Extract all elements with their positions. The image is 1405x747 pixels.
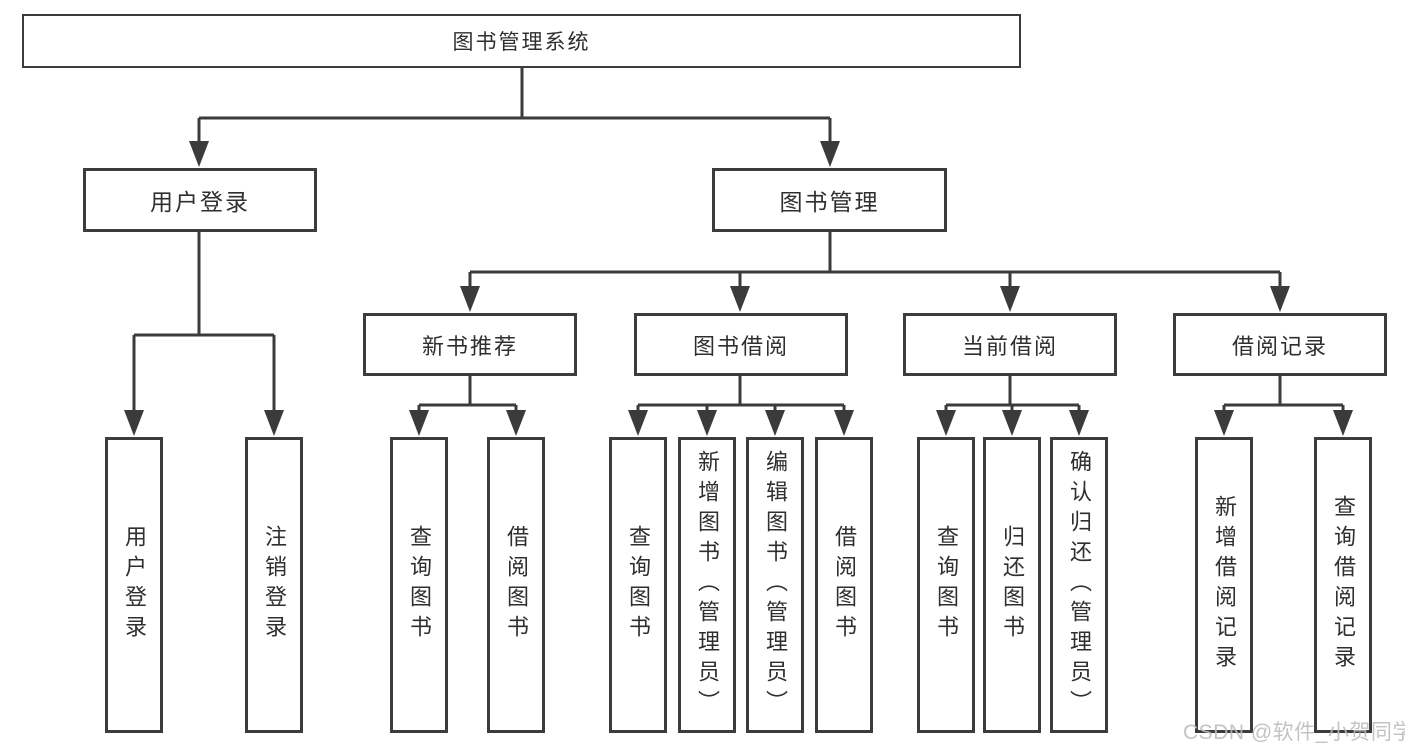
node-label: 借阅记录 (1231, 333, 1328, 359)
node-leaf-logout: 注销登录 (245, 437, 303, 733)
node-label: 用户登录 (150, 189, 250, 215)
node-leaf-query-books-borrow: 查询图书 (609, 437, 667, 733)
node-module-borrowing-records: 借阅记录 (1173, 313, 1387, 376)
node-label: 新增借阅记录 (1212, 495, 1237, 675)
node-module-new-book-recommendation: 新书推荐 (363, 313, 577, 376)
node-label: 用户登录 (122, 525, 147, 645)
node-label: 查询图书 (407, 525, 432, 645)
node-leaf-borrow-books-recommend: 借阅图书 (487, 437, 545, 733)
node-leaf-edit-books-admin: 编辑图书（管理员） (746, 437, 804, 733)
node-leaf-user-login: 用户登录 (105, 437, 163, 733)
node-label: 当前借阅 (961, 333, 1058, 359)
node-label: 注销登录 (262, 525, 287, 645)
node-leaf-add-books-admin: 新增图书（管理员） (678, 437, 736, 733)
node-label: 图书借阅 (692, 333, 789, 359)
node-leaf-return-books: 归还图书 (983, 437, 1041, 733)
node-label: 查询图书 (626, 525, 651, 645)
node-root-library-system: 图书管理系统 (22, 14, 1021, 68)
node-label: 借阅图书 (504, 525, 529, 645)
node-leaf-query-borrow-record: 查询借阅记录 (1314, 437, 1372, 733)
node-label: 确认归还（管理员） (1067, 450, 1092, 720)
node-label: 新书推荐 (421, 333, 518, 359)
csdn-watermark: CSDN @软件_小贺同学 (1183, 721, 1405, 744)
node-label: 新增图书（管理员） (695, 450, 720, 720)
node-leaf-query-books-current: 查询图书 (917, 437, 975, 733)
node-module-current-borrowing: 当前借阅 (903, 313, 1117, 376)
node-label: 查询借阅记录 (1331, 495, 1356, 675)
node-branch-user-login: 用户登录 (83, 168, 317, 232)
node-label: 编辑图书（管理员） (763, 450, 788, 720)
node-label: 图书管理系统 (452, 31, 591, 54)
arrowheads (124, 141, 1353, 436)
node-branch-book-management: 图书管理 (712, 168, 947, 232)
node-label: 图书管理 (779, 189, 880, 215)
node-leaf-add-borrow-record: 新增借阅记录 (1195, 437, 1253, 733)
node-label: 归还图书 (1000, 525, 1025, 645)
node-leaf-confirm-return-admin: 确认归还（管理员） (1050, 437, 1108, 733)
node-leaf-query-books-recommend: 查询图书 (390, 437, 448, 733)
node-leaf-borrow-books: 借阅图书 (815, 437, 873, 733)
node-label: 查询图书 (934, 525, 959, 645)
node-module-book-borrowing: 图书借阅 (634, 313, 848, 376)
node-label: 借阅图书 (832, 525, 857, 645)
